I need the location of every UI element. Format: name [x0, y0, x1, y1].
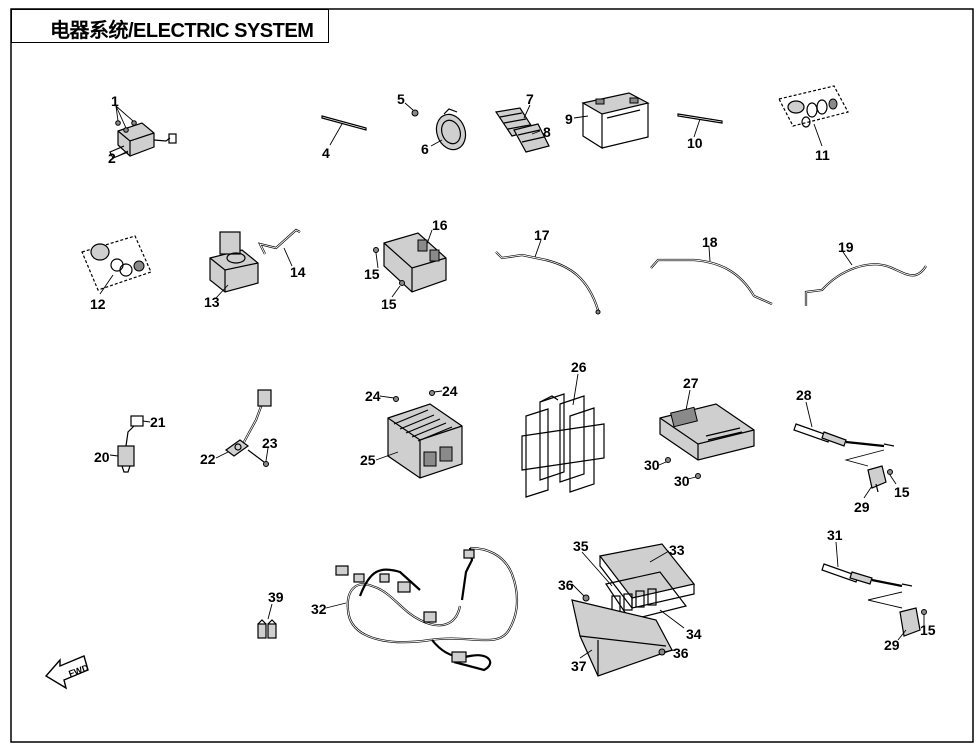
horn-part: [411, 108, 467, 151]
callout-1: 1: [111, 93, 119, 109]
rod-part-10: [677, 113, 723, 124]
callout-6: 6: [421, 141, 429, 157]
callout-21: 21: [150, 414, 166, 430]
page-title: 电器系统/ELECTRIC SYSTEM: [50, 20, 314, 42]
speed-sensor-part: [224, 389, 272, 467]
sensor-set-part-28: [793, 423, 895, 493]
rectifier-part: [387, 390, 463, 479]
callout-16: 16: [432, 217, 448, 233]
callout-19: 19: [838, 239, 854, 255]
callout-30-b: 30: [674, 473, 690, 489]
callout-26: 26: [571, 359, 587, 375]
callout-9: 9: [565, 111, 573, 127]
callout-24-b: 24: [442, 383, 458, 399]
callout-2: 2: [108, 150, 116, 166]
rod-part-4: [321, 115, 367, 131]
callout-32: 32: [311, 601, 327, 617]
callout-29-b: 29: [884, 637, 900, 653]
title-box: 电器系统/ELECTRIC SYSTEM: [11, 9, 329, 43]
callout-4: 4: [322, 145, 330, 161]
ecu-part: [659, 403, 755, 479]
callout-36-b: 36: [673, 645, 689, 661]
fuse-part-39: [257, 619, 277, 639]
callout-33: 33: [669, 542, 685, 558]
callout-30-a: 30: [644, 457, 660, 473]
callout-37: 37: [571, 658, 587, 674]
starter-relay-part: [209, 228, 301, 293]
sheet-border: [10, 8, 974, 743]
coil-part: [494, 107, 550, 153]
sensor-part-20: [117, 415, 144, 473]
callout-numbers: 1 2 4 5 6 7 8 9 10 11 12 13 14 15 15 15 …: [90, 91, 936, 674]
callout-35: 35: [573, 538, 589, 554]
callout-15-d: 15: [920, 622, 936, 638]
callout-31: 31: [827, 527, 843, 543]
callout-22: 22: [200, 451, 216, 467]
callout-7: 7: [526, 91, 534, 107]
callout-8: 8: [543, 124, 551, 140]
callout-14: 14: [290, 264, 306, 280]
callout-15-b: 15: [381, 296, 397, 312]
callout-24-a: 24: [365, 388, 381, 404]
callout-15-a: 15: [364, 266, 380, 282]
callout-23: 23: [262, 435, 278, 451]
wiring-harness-part: [335, 546, 519, 672]
battery-part: [581, 92, 650, 150]
cable-part-19: [804, 263, 927, 306]
callout-20: 20: [94, 449, 110, 465]
callout-34: 34: [686, 626, 702, 642]
callout-29-a: 29: [854, 499, 870, 515]
fuse-box-part: [571, 543, 696, 677]
callout-5: 5: [397, 91, 405, 107]
kit-part-12: [81, 235, 152, 291]
callout-17: 17: [534, 227, 550, 243]
callout-11: 11: [815, 147, 830, 163]
callout-12: 12: [90, 296, 106, 312]
callout-15-c: 15: [894, 484, 910, 500]
cable-part-17: [495, 251, 601, 315]
callout-25: 25: [360, 452, 376, 468]
callout-10: 10: [687, 135, 703, 151]
callout-13: 13: [204, 294, 220, 310]
callout-39: 39: [268, 589, 284, 605]
callout-36-a: 36: [558, 577, 574, 593]
kit-part-11: [778, 85, 849, 128]
callout-18: 18: [702, 234, 718, 250]
relay-bracket-part: [109, 120, 177, 159]
holder-part-26: [521, 393, 605, 498]
front-direction-arrow: FWD: [44, 655, 90, 690]
sensor-set-part-31: [821, 563, 927, 637]
cable-part-18: [650, 258, 773, 306]
module-part-16: [373, 232, 447, 293]
callout-28: 28: [796, 387, 812, 403]
callout-27: 27: [683, 375, 699, 391]
